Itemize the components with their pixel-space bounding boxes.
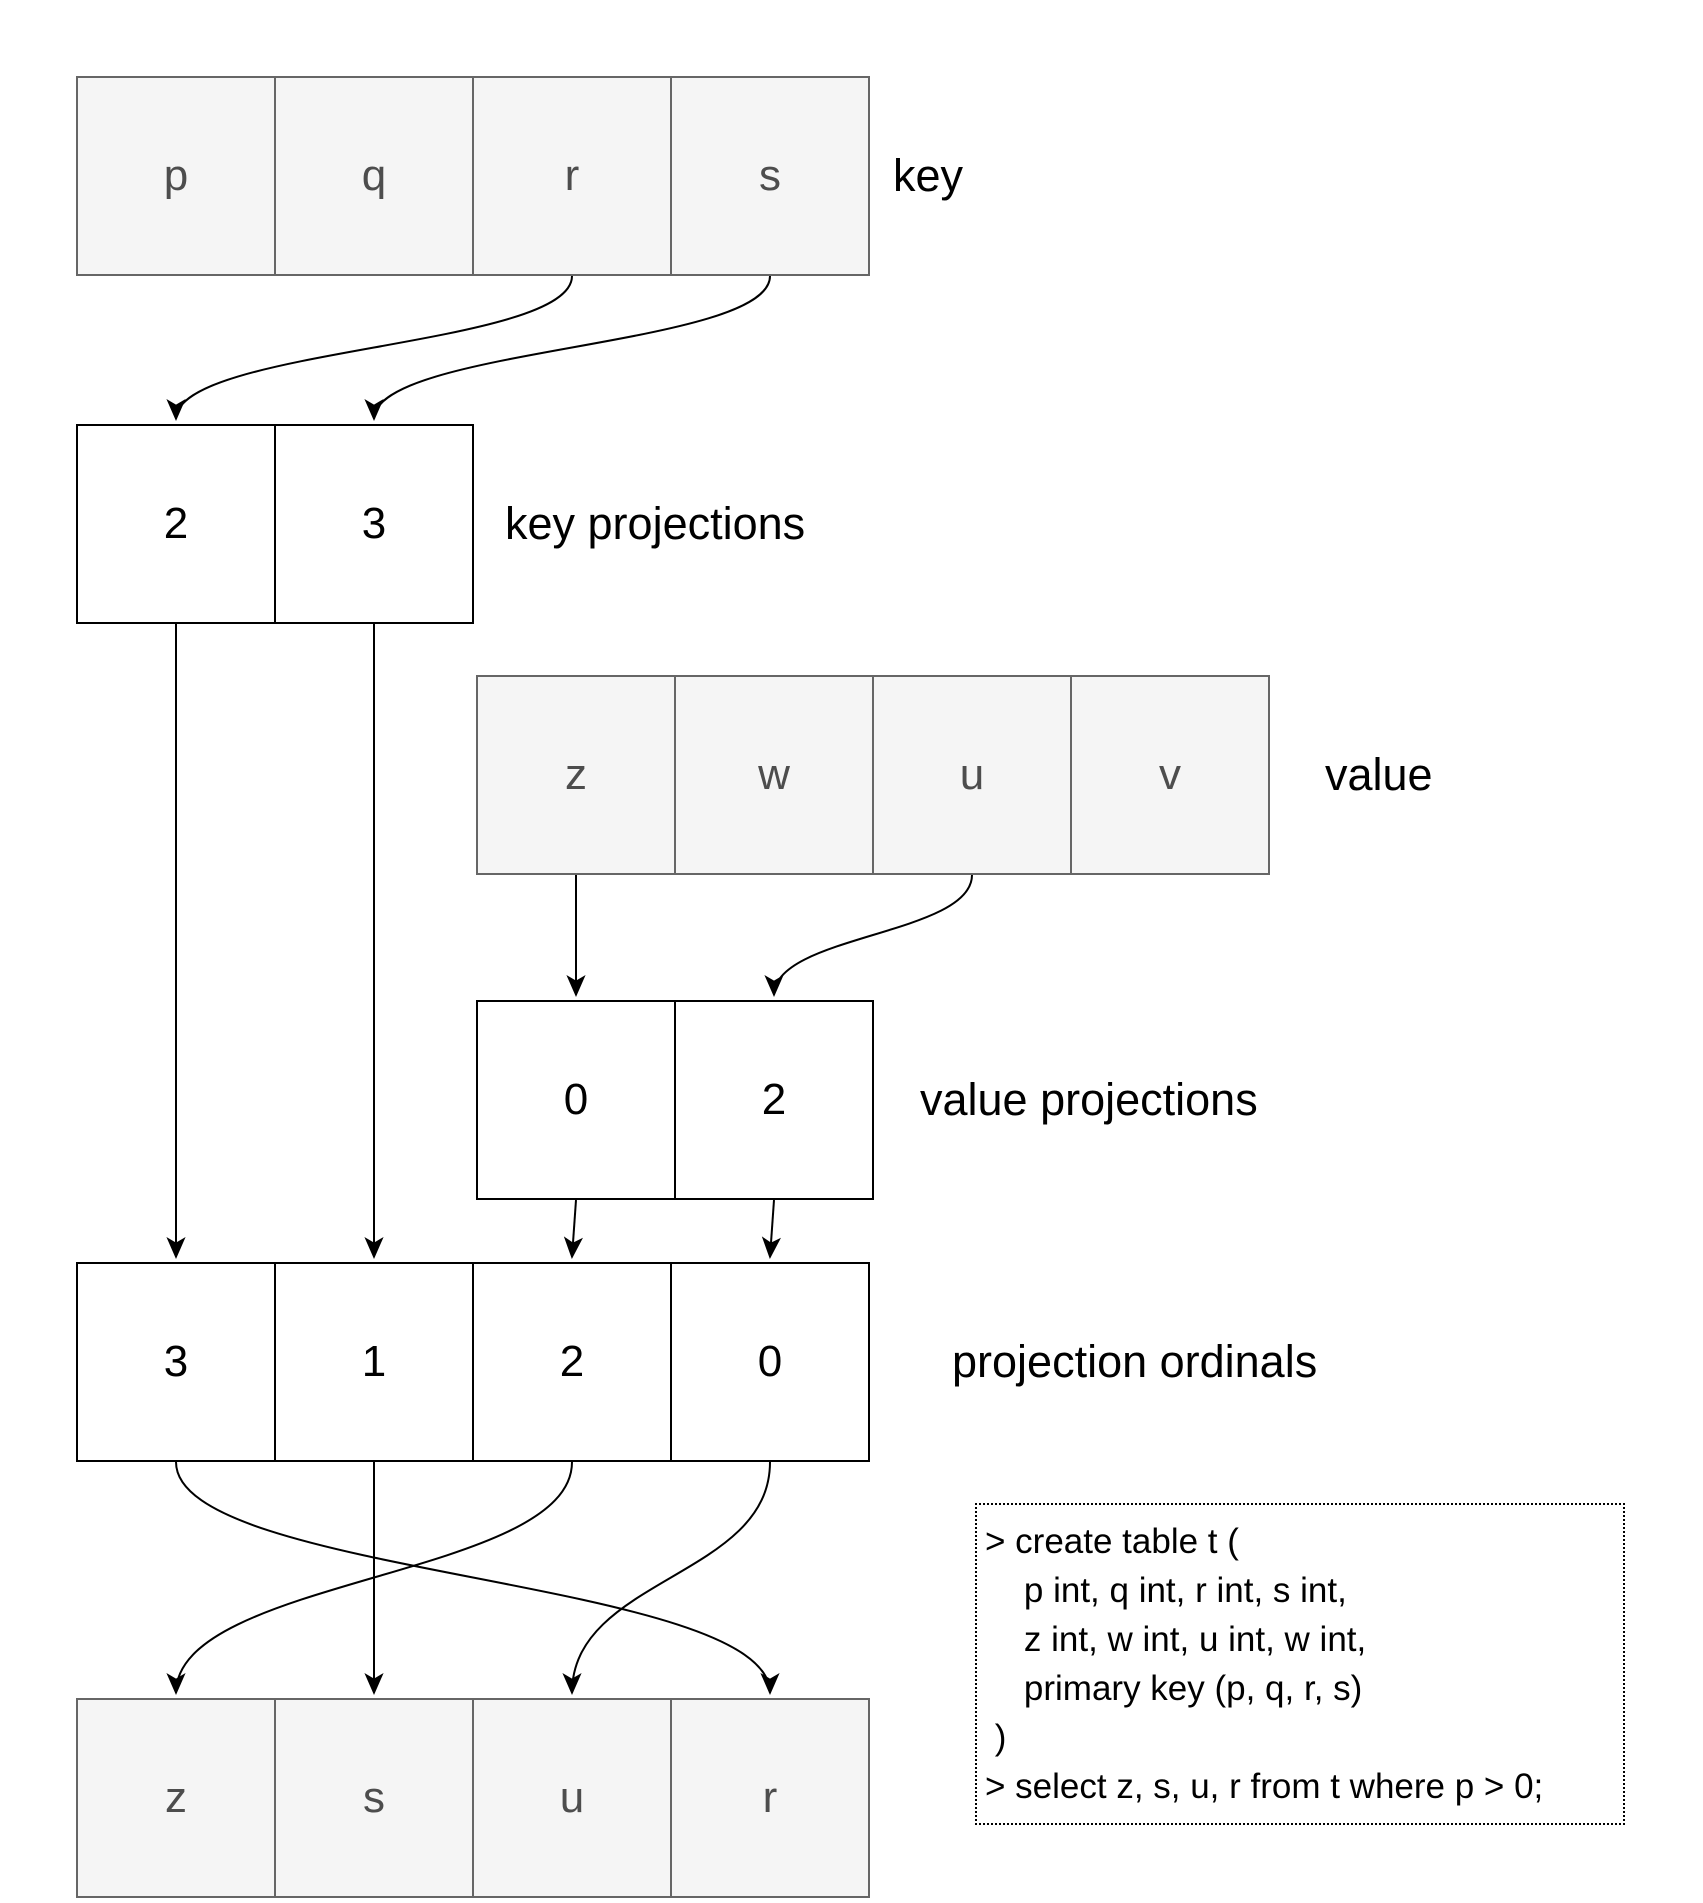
sql-code-line-2: p int, q int, r int, s int,: [985, 1571, 1347, 1610]
value-projections-cell-2: 2: [674, 1000, 874, 1200]
arrow-key-3-to-key_projections-1: [364, 275, 771, 421]
key-projections-cell-2: 2: [76, 424, 276, 624]
arrow-value_projections-1-to-projection_ordinals-3: [761, 1199, 781, 1259]
value-cell-w: w: [674, 675, 874, 875]
result-cell-z: z: [76, 1698, 276, 1898]
key-projections-cell-3: 3: [274, 424, 474, 624]
projection-ordinals-cell-1: 1: [274, 1262, 474, 1462]
sql-code-line-6: > select z, s, u, r from t where p > 0;: [985, 1767, 1544, 1806]
value-cell-v: v: [1070, 675, 1270, 875]
value-row-label: value: [1325, 749, 1433, 800]
value-cell-z: z: [476, 675, 676, 875]
sql-code-line-3: z int, w int, u int, w int,: [985, 1620, 1367, 1659]
sql-code-box: > create table t ( p int, q int, r int, …: [975, 1503, 1625, 1825]
arrow-projection_ordinals-2-to-result-0: [166, 1461, 573, 1695]
result-cell-s: s: [274, 1698, 474, 1898]
projection-ordinals-cell-2: 2: [472, 1262, 672, 1462]
key-row-label: key: [893, 150, 964, 201]
arrow-value-2-to-value_projections-1: [764, 874, 973, 997]
key-projections-row-label: key projections: [505, 498, 806, 549]
sql-code-line-1: > create table t (: [985, 1522, 1239, 1561]
result-cell-u: u: [472, 1698, 672, 1898]
projection-ordinals-cell-0: 0: [670, 1262, 870, 1462]
arrow-key-2-to-key_projections-0: [166, 275, 573, 421]
value-projections-row-label: value projections: [920, 1074, 1258, 1125]
key-cell-s: s: [670, 76, 870, 276]
arrow-projection_ordinals-0-to-result-3: [175, 1461, 780, 1695]
projection-ordinals-row-label: projection ordinals: [952, 1336, 1318, 1387]
key-cell-r: r: [472, 76, 672, 276]
sql-code-line-4: primary key (p, q, r, s): [985, 1669, 1363, 1708]
key-cell-q: q: [274, 76, 474, 276]
projection-ordinals-cell-3: 3: [76, 1262, 276, 1462]
arrow-projection_ordinals-3-to-result-2: [562, 1461, 771, 1695]
arrow-value_projections-0-to-projection_ordinals-2: [563, 1199, 583, 1259]
key-cell-p: p: [76, 76, 276, 276]
sql-code-line-5: ): [985, 1718, 1007, 1757]
value-cell-u: u: [872, 675, 1072, 875]
value-projections-cell-0: 0: [476, 1000, 676, 1200]
result-cell-r: r: [670, 1698, 870, 1898]
